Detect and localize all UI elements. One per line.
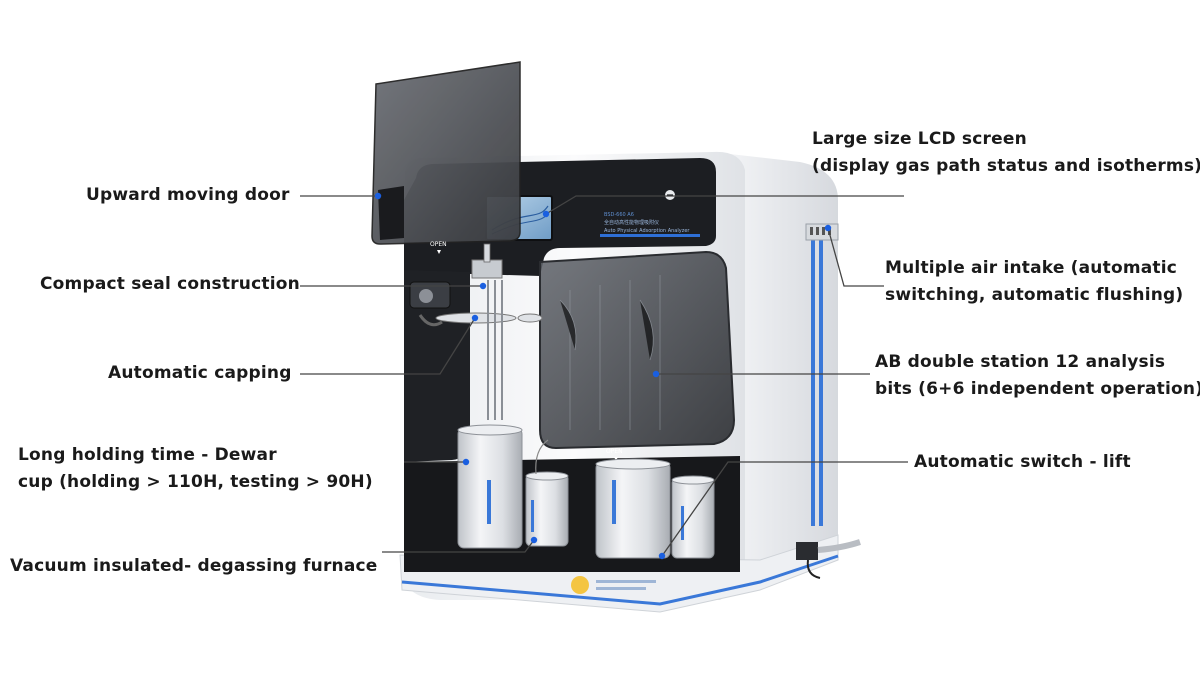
upward-door	[371, 61, 521, 245]
leader-auto-switch	[661, 461, 908, 557]
marker-auto-switch	[658, 552, 666, 560]
side-connector	[796, 542, 818, 560]
door-hinge	[378, 186, 404, 240]
label-dewar-line2: cup (holding > 110H, testing > 90H)	[18, 472, 373, 492]
label-auto-capping: Automatic capping	[108, 360, 292, 387]
side-stripe	[811, 238, 815, 526]
open-arrow-right-icon	[614, 457, 618, 461]
leader-auto-capping	[300, 317, 476, 375]
marker-lcd	[542, 210, 550, 218]
leader-degassing	[382, 539, 535, 553]
leader-lcd	[545, 195, 904, 215]
label-dewar-line1: Long holding time - Dewar	[18, 445, 277, 465]
label-lcd: Large size LCD screen (display gas path …	[812, 126, 1200, 180]
header-blue-bar	[600, 234, 700, 237]
label-compact-seal-text: Compact seal construction	[40, 274, 300, 294]
label-double-station-line2: bits (6+6 independent operation)	[875, 379, 1200, 399]
label-compact-seal: Compact seal construction	[40, 271, 300, 298]
label-degassing-text: Vacuum insulated- degassing furnace	[10, 556, 378, 576]
leader-air-intake	[827, 227, 884, 287]
base-stripe	[401, 554, 839, 606]
model-label: BSD-660 A6	[604, 212, 634, 218]
label-auto-capping-text: Automatic capping	[108, 363, 292, 383]
label-dewar: Long holding time - Dewar cup (holding >…	[18, 442, 373, 496]
open-arrow-left-icon	[437, 250, 441, 254]
label-lcd-line1: Large size LCD screen	[812, 129, 1027, 149]
marker-air-intake	[824, 224, 832, 232]
marker-upward-door	[374, 192, 382, 200]
marker-dewar	[462, 458, 470, 466]
label-lcd-line2: (display gas path status and isotherms)	[812, 156, 1200, 176]
open-label-left: OPEN	[430, 241, 447, 248]
name-cn-label: 全自动高性能物理吸附仪	[604, 219, 659, 226]
label-auto-switch-text: Automatic switch - lift	[914, 452, 1131, 472]
dewar-cup-right	[595, 461, 671, 559]
name-en-label: Auto Physical Adsorption Analyzer	[604, 228, 690, 234]
label-air-intake-line1: Multiple air intake (automatic	[885, 258, 1178, 278]
seal-block	[471, 259, 503, 279]
label-double-station: AB double station 12 analysis bits (6+6 …	[875, 349, 1200, 403]
open-label-right: OPEN	[606, 448, 623, 455]
base-logo-icon	[571, 576, 589, 594]
label-degassing: Vacuum insulated- degassing furnace	[10, 553, 378, 580]
marker-double-station	[652, 370, 660, 378]
label-double-station-line1: AB double station 12 analysis	[875, 352, 1166, 372]
marker-compact-seal	[479, 282, 487, 290]
label-air-intake: Multiple air intake (automatic switching…	[885, 255, 1183, 309]
label-air-intake-line2: switching, automatic flushing)	[885, 285, 1184, 305]
base-plate	[399, 534, 839, 613]
marker-auto-capping	[471, 314, 479, 322]
marker-degassing	[530, 536, 538, 544]
label-upward-door-text: Upward moving door	[86, 185, 290, 205]
label-auto-switch: Automatic switch - lift	[914, 449, 1131, 476]
analysis-chamber	[539, 250, 736, 450]
label-upward-door: Upward moving door	[86, 182, 290, 209]
